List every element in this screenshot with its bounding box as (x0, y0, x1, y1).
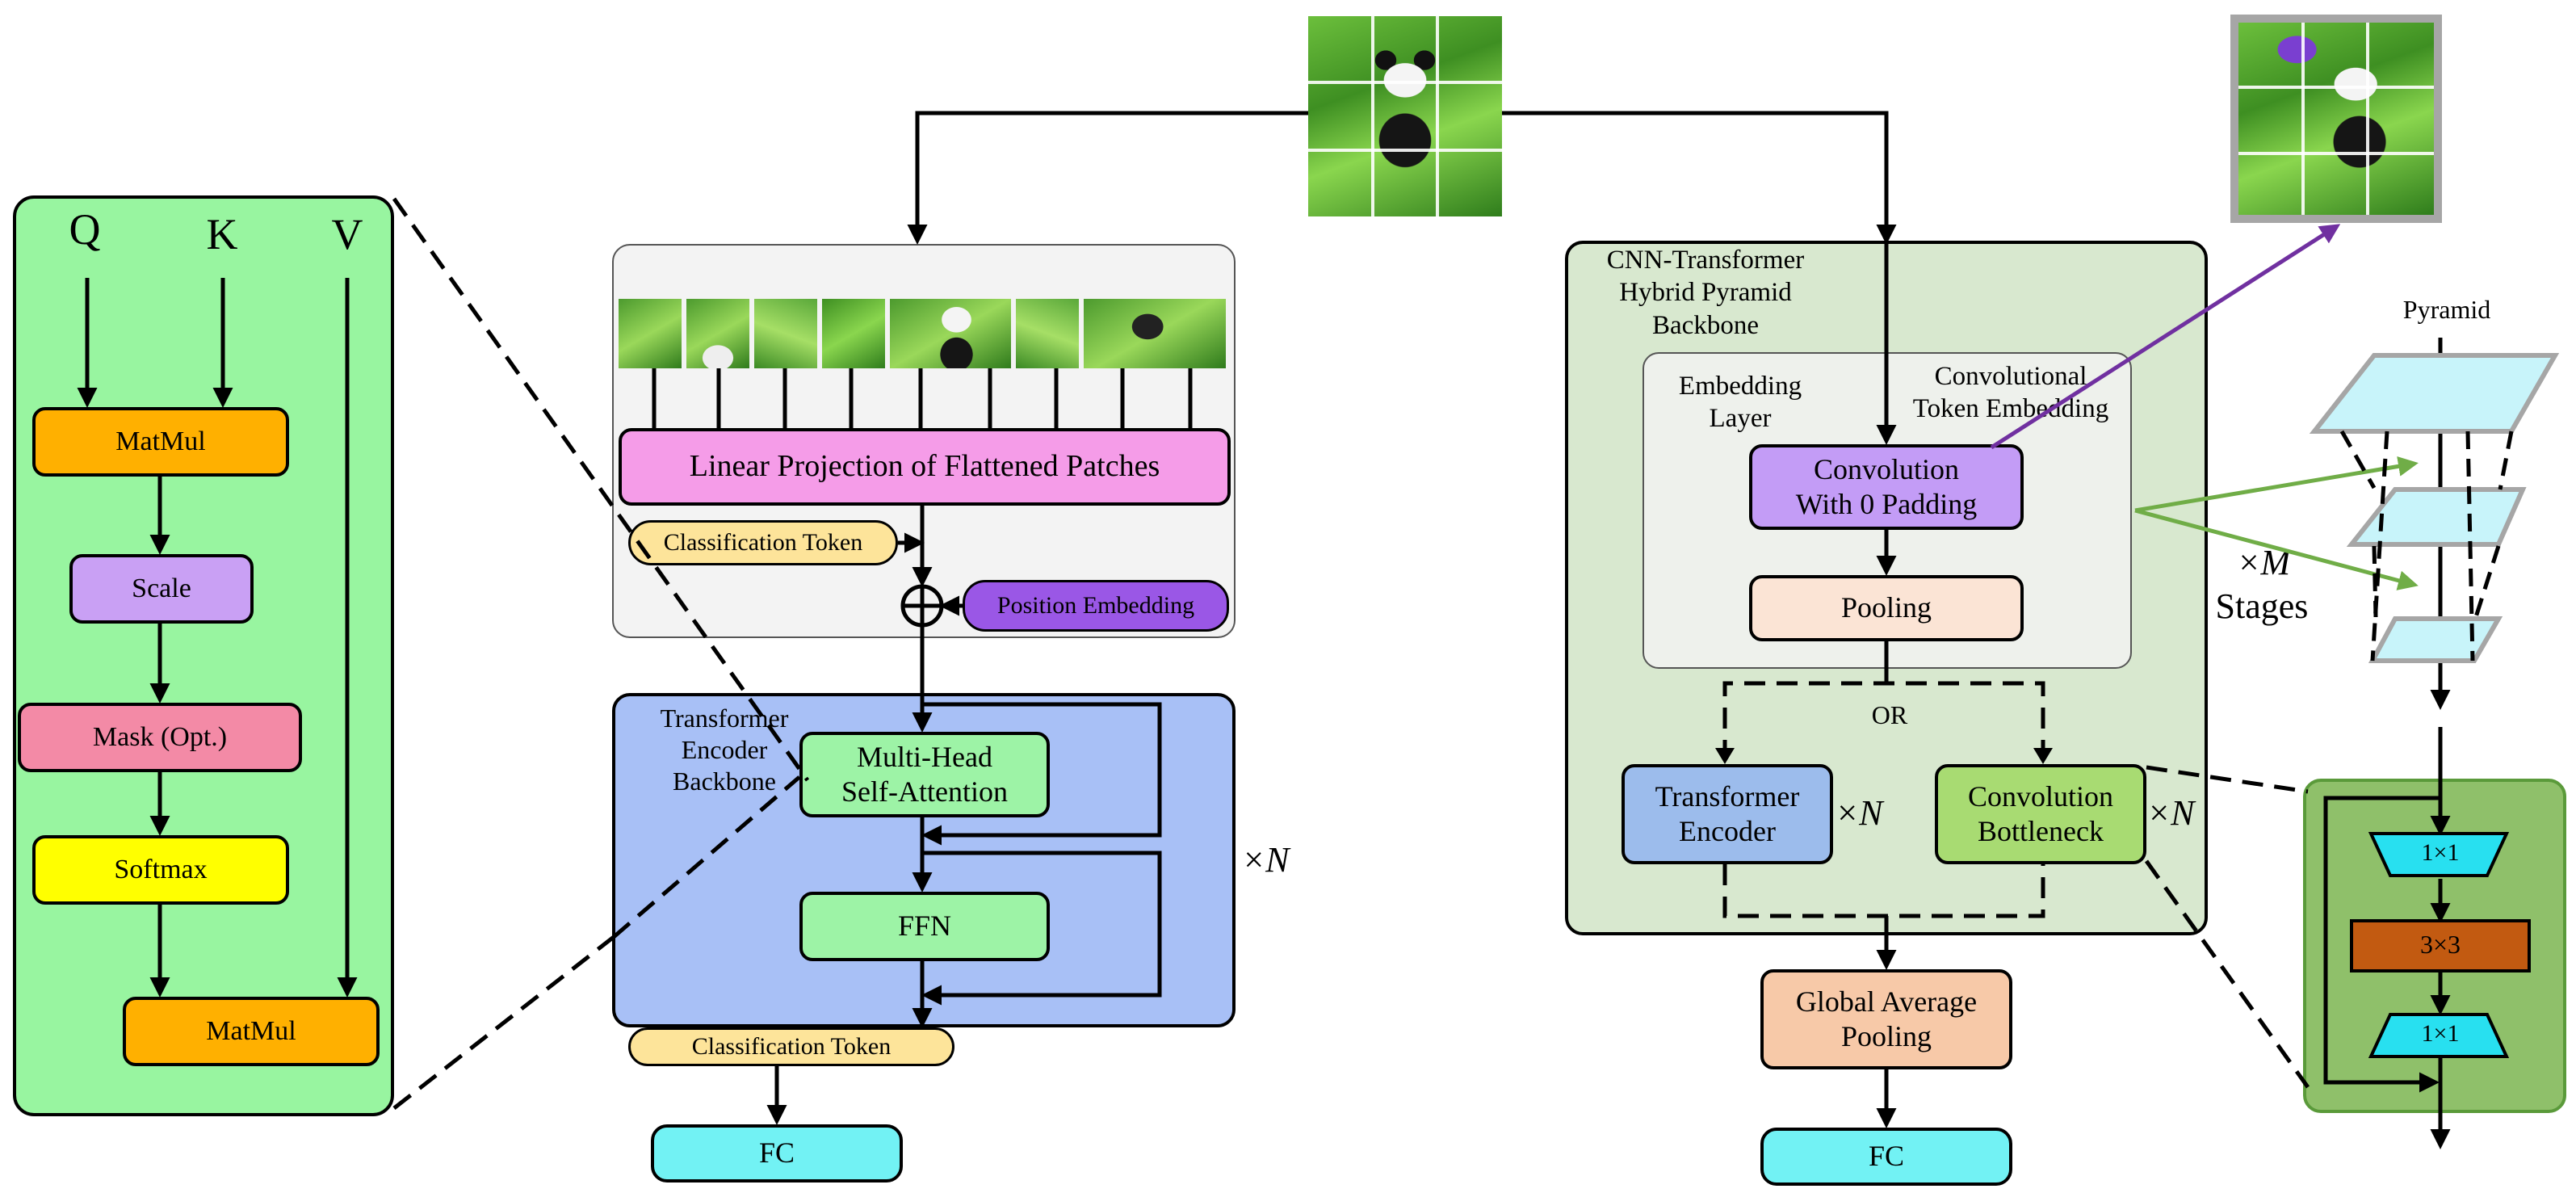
conv-bottleneck-repeat: ×N (2146, 793, 2195, 833)
patch-7 (1084, 299, 1226, 368)
multi-head-attention-node: Multi-Head Self-Attention (799, 732, 1050, 817)
patch-1 (619, 299, 682, 368)
bottleneck-conv1-label: 1×1 (2421, 839, 2460, 866)
patch-2 (686, 299, 749, 368)
input-panda-image (1308, 16, 1502, 216)
mask-node: Mask (Opt.) (18, 703, 302, 772)
softmax-node: Softmax (32, 835, 289, 905)
transformer-encoder-label: Transformer Encoder Backbone (660, 704, 789, 796)
pooling-node: Pooling (1749, 575, 2024, 641)
encoder-repeat-label: ×N (1241, 840, 1290, 880)
conv-padding-node: Convolution With 0 Padding (1749, 444, 2024, 530)
matmul-node-1: MatMul (32, 407, 289, 477)
hybrid-fc-node: FC (1760, 1128, 2012, 1186)
patch-4 (822, 299, 885, 368)
flattened-patches-strip (619, 299, 1226, 368)
stages-label: Stages (2215, 586, 2309, 626)
position-embedding-node: Position Embedding (963, 580, 1229, 632)
bottleneck-conv3-label: 3×3 (2419, 930, 2461, 959)
conv-bottleneck-node: Convolution Bottleneck (1935, 764, 2146, 864)
ffn-node: FFN (799, 892, 1050, 961)
matmul-node-2: MatMul (123, 997, 380, 1066)
classification-token-input: Classification Token (628, 520, 898, 565)
bottleneck-conv2-label: 1×1 (2421, 1020, 2460, 1047)
global-average-pooling-node: Global Average Pooling (1760, 969, 2012, 1069)
key-label: K (206, 210, 238, 258)
vit-fc-node: FC (651, 1124, 903, 1182)
transformer-encoder-repeat: ×N (1835, 793, 1883, 833)
patch-5 (890, 299, 1011, 368)
linear-projection-node: Linear Projection of Flattened Patches (619, 428, 1231, 506)
patch-6 (1016, 299, 1079, 368)
classification-token-output: Classification Token (628, 1027, 954, 1066)
or-label: OR (1871, 700, 1908, 729)
attention-panel (13, 195, 394, 1116)
embedding-layer-label: Embedding Layer (1678, 372, 1802, 434)
query-label: Q (69, 205, 101, 254)
conv-token-embedding-label: Convolutional Token Embedding (1912, 362, 2109, 424)
value-label: V (331, 210, 363, 258)
pyramid-title: Pyramid (2402, 295, 2491, 324)
scale-node: Scale (69, 554, 254, 624)
hybrid-transformer-encoder-node: Transformer Encoder (1622, 764, 1833, 864)
patch-3 (754, 299, 817, 368)
patched-panda-image (2230, 15, 2442, 223)
hybrid-backbone-label: CNN-Transformer Hybrid Pyramid Backbone (1606, 246, 1805, 340)
